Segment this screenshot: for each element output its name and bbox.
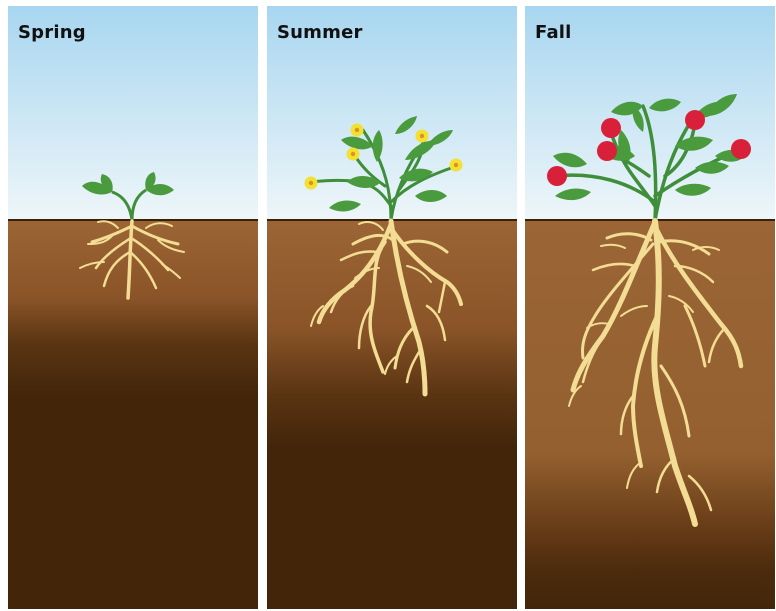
flower — [416, 130, 429, 143]
berry — [731, 139, 751, 159]
panel-title: Spring — [18, 22, 86, 43]
panel-summer: Summer — [267, 6, 517, 609]
spring-illustration — [8, 6, 258, 609]
flower — [450, 159, 463, 172]
flower — [305, 177, 318, 190]
panel-title: Fall — [535, 22, 572, 43]
flower — [347, 148, 360, 161]
soil — [267, 220, 517, 609]
fall-illustration — [525, 6, 775, 609]
soil — [8, 220, 258, 609]
panel-spring: Spring — [8, 6, 258, 609]
panel-fall: Fall — [525, 6, 775, 609]
berry — [685, 110, 705, 130]
berry — [597, 141, 617, 161]
summer-illustration — [267, 6, 517, 609]
berry — [601, 118, 621, 138]
flower — [351, 124, 364, 137]
soil — [525, 220, 775, 609]
berry — [547, 166, 567, 186]
panel-title: Summer — [277, 22, 363, 43]
